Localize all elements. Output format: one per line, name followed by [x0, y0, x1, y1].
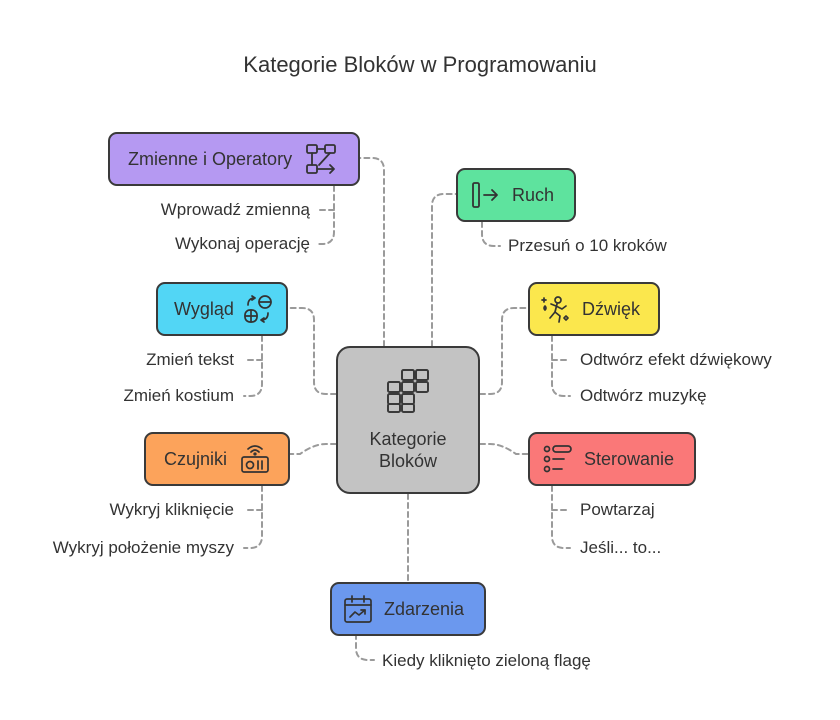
category-label: Czujniki — [164, 449, 228, 469]
item-wykryj-polozenie-myszy: Wykryj położenie myszy — [52, 538, 234, 557]
connector-dzwiek — [479, 307, 529, 395]
category-label: Zdarzenia — [384, 599, 465, 619]
connector-czujniki-items — [243, 485, 263, 549]
category-label: Dźwięk — [582, 299, 641, 319]
blocks-icon — [387, 369, 429, 413]
item-zmien-kostium: Zmień kostium — [123, 386, 234, 405]
move-arrow-icon — [472, 182, 498, 208]
category-zmienne-i-operatory: Zmienne i Operatory — [108, 132, 360, 186]
connector-zmienne-items — [315, 185, 335, 245]
connector-zmienne — [359, 157, 385, 347]
connector-wyglad-items — [243, 335, 263, 397]
item-przesun-o-10-krokow: Przesuń o 10 kroków — [508, 236, 667, 255]
item-odtworz-muzyke: Odtwórz muzykę — [580, 386, 707, 405]
item-odtworz-efekt-dzwiekowy: Odtwórz efekt dźwiękowy — [580, 350, 772, 369]
category-label: Wygląd — [174, 299, 234, 319]
connector-zdarzenia-item — [355, 633, 375, 661]
connector-czujniki — [289, 443, 337, 455]
calendar-event-icon — [344, 595, 372, 623]
category-czujniki: Czujniki — [144, 432, 290, 486]
item-wykonaj-operacje: Wykonaj operację — [175, 234, 310, 253]
category-label: Zmienne i Operatory — [128, 149, 293, 169]
item-jesli-to: Jeśli... to... — [580, 538, 662, 557]
category-ruch: Ruch — [456, 168, 576, 222]
item-powtarzaj: Powtarzaj — [580, 500, 655, 519]
radio-sensor-icon — [241, 445, 269, 473]
category-sterowanie: Sterowanie — [528, 432, 696, 486]
control-list-icon — [543, 445, 572, 473]
connector-sterowanie — [479, 443, 529, 455]
category-zdarzenia: Zdarzenia — [330, 582, 486, 636]
connector-dzwiek-items — [551, 335, 571, 397]
connector-ruch — [431, 193, 457, 347]
item-zmien-tekst: Zmień tekst — [146, 350, 234, 369]
connector-ruch-item — [481, 221, 501, 247]
appearance-shapes-icon — [244, 295, 272, 323]
flow-arrows-icon — [306, 144, 336, 174]
item-wykryj-klikniecie: Wykryj kliknięcie — [109, 500, 234, 519]
item-kiedy-kliknieto-zielona-flage: Kiedy kliknięto zieloną flagę — [382, 651, 591, 670]
category-label: Sterowanie — [584, 449, 675, 469]
item-wprowadz-zmienna: Wprowadź zmienną — [160, 200, 310, 219]
connector-wyglad — [287, 307, 337, 395]
dancing-figure-icon — [541, 296, 569, 323]
central-label-line1: Kategorie — [369, 429, 447, 449]
diagram-title: Kategorie Bloków w Programowaniu — [243, 52, 597, 77]
category-dzwiek: Dźwięk — [528, 282, 660, 336]
connector-sterowanie-items — [551, 485, 571, 549]
central-node-kategorie-blokow: Kategorie Bloków — [336, 346, 480, 494]
category-wyglad: Wygląd — [156, 282, 288, 336]
category-label: Ruch — [512, 185, 555, 205]
central-label-line2: Bloków — [378, 451, 438, 471]
